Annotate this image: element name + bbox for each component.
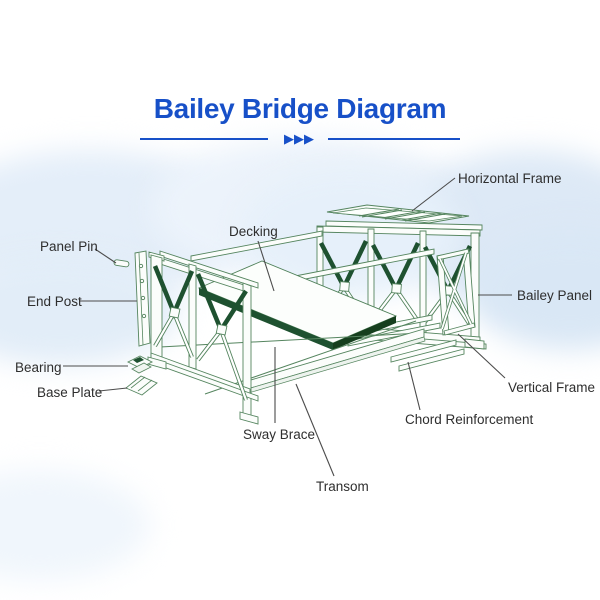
base-plate-part xyxy=(125,375,158,396)
label-bailey-panel: Bailey Panel xyxy=(517,288,593,303)
leader-lines xyxy=(63,177,512,477)
panel-pin-part xyxy=(113,259,130,268)
leader-chord-reinforcement xyxy=(407,361,421,411)
end-post-part xyxy=(134,250,151,347)
page-title: Bailey Bridge Diagram xyxy=(153,93,447,124)
vertical-frame-part xyxy=(436,248,476,336)
leader-decking xyxy=(257,240,275,292)
horizontal-frame-part xyxy=(326,204,470,224)
label-bearing: Bearing xyxy=(15,360,62,375)
label-panel-pin: Panel Pin xyxy=(40,239,98,254)
divider-line-right xyxy=(328,138,460,140)
label-sway-brace: Sway Brace xyxy=(243,427,316,442)
leader-horizontal-frame xyxy=(411,177,456,212)
label-chord-reinforcement: Chord Reinforcement xyxy=(405,412,534,427)
label-base-plate: Base Plate xyxy=(37,385,103,400)
title-divider: ▶▶▶ xyxy=(0,131,600,147)
label-end-post: End Post xyxy=(27,294,82,309)
front-truss-light-braces xyxy=(153,306,248,401)
leader-base-plate xyxy=(98,387,128,392)
bearing-part xyxy=(126,355,154,374)
leader-transom xyxy=(295,383,335,477)
label-vertical-frame: Vertical Frame xyxy=(508,380,596,395)
label-horizontal-frame: Horizontal Frame xyxy=(458,171,562,186)
label-transom: Transom xyxy=(316,479,369,494)
leader-vertical-frame xyxy=(457,333,506,379)
leader-panel-pin xyxy=(94,248,117,264)
triple-arrow-icon: ▶▶▶ xyxy=(284,131,314,146)
chord-reinforcement-part xyxy=(390,339,465,372)
label-decking: Decking xyxy=(229,224,278,239)
divider-line-left xyxy=(140,138,268,140)
